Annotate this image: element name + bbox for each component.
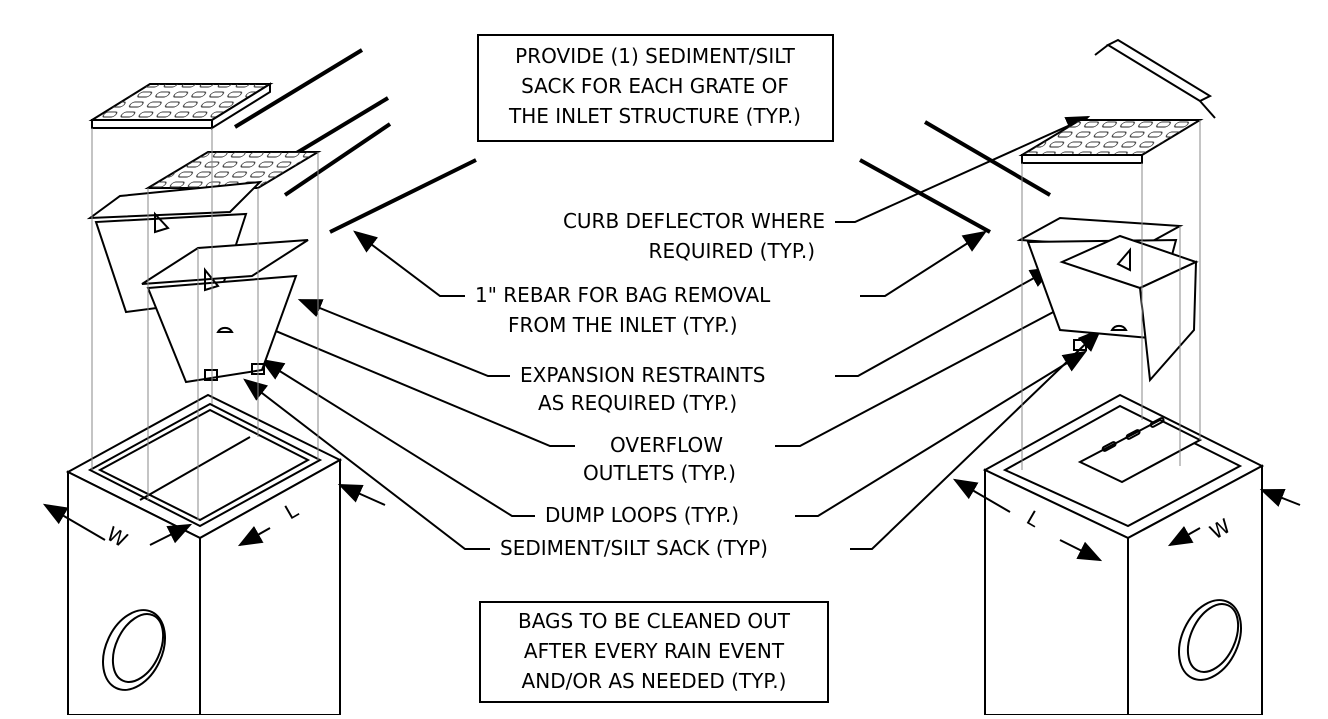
- dump-loop-right: [1116, 247, 1131, 272]
- alignment-lines-right: [1021, 120, 1201, 470]
- overflow-outlet-right: [1110, 324, 1128, 331]
- curb-deflector: [1105, 38, 1213, 103]
- top-note-line2: SACK FOR EACH GRATE OF: [521, 74, 789, 98]
- overflow-outlet-left: [216, 326, 234, 333]
- label-sediment-sack: SEDIMENT/SILT SACK (TYP): [500, 536, 768, 560]
- dump-loop-left-1: [154, 211, 170, 234]
- leader-expansion-right: [835, 266, 1055, 377]
- bottom-note: BAGS TO BE CLEANED OUT AFTER EVERY RAIN …: [479, 601, 829, 703]
- leader-expansion-left: [297, 299, 510, 377]
- top-note-box: [477, 34, 834, 142]
- leader-dump-loops-right: [795, 350, 1088, 517]
- label-overflow-2: OUTLETS (TYP.): [583, 461, 736, 485]
- rebar-right-2: [859, 158, 991, 234]
- pipe-opening-right: [1178, 599, 1242, 681]
- leader-overflow-left: [237, 315, 575, 447]
- left-assembly: W L: [42, 48, 477, 716]
- rebar-left-1: [233, 48, 364, 129]
- rebar-left-3: [283, 122, 392, 197]
- label-expansion-2: AS REQUIRED (TYP.): [538, 391, 737, 415]
- dim-right-l-line: [952, 478, 1011, 513]
- leader-curb-deflector: [835, 116, 1091, 223]
- right-assembly: L W: [859, 38, 1301, 716]
- pipe-opening-left: [102, 609, 166, 691]
- leader-overflow-right: [775, 288, 1098, 447]
- label-dump-loops: DUMP LOOPS (TYP.): [545, 503, 739, 527]
- bottom-note-line3: AND/OR AS NEEDED (TYP.): [522, 669, 787, 693]
- label-rebar-1: 1" REBAR FOR BAG REMOVAL: [475, 283, 771, 307]
- bottom-note-line1: BAGS TO BE CLEANED OUT: [518, 609, 791, 633]
- leader-rebar-right: [860, 230, 988, 297]
- bottom-note-box: [479, 601, 829, 703]
- label-curb-deflector-2: REQUIRED (TYP.): [649, 239, 815, 263]
- label-expansion-1: EXPANSION RESTRAINTS: [520, 363, 765, 387]
- rebar-left-4: [329, 158, 477, 234]
- top-note-line1: PROVIDE (1) SEDIMENT/SILT: [515, 44, 795, 68]
- inlet-frame-right: [1002, 404, 1243, 528]
- top-note: PROVIDE (1) SEDIMENT/SILT SACK FOR EACH …: [477, 34, 834, 142]
- inlet-frame-left: [87, 402, 323, 528]
- bottom-note-line2: AFTER EVERY RAIN EVENT: [524, 639, 785, 663]
- alignment-lines-left: [91, 128, 319, 520]
- rebar-right-1: [923, 120, 1052, 197]
- callout-labels: CURB DEFLECTOR WHERE REQUIRED (TYP.) 1" …: [475, 209, 825, 560]
- label-overflow-1: OVERFLOW: [610, 433, 723, 457]
- leader-dump-loops-left: [259, 358, 535, 517]
- sack-left-upper-frame: [86, 180, 263, 220]
- dim-left-w-line: [42, 503, 106, 541]
- top-note-line3: THE INLET STRUCTURE (TYP.): [508, 104, 801, 128]
- label-curb-deflector-1: CURB DEFLECTOR WHERE: [563, 209, 825, 233]
- leader-rebar-left: [353, 230, 465, 297]
- sack-left-lower-frame: [141, 239, 309, 285]
- label-rebar-2: FROM THE INLET (TYP.): [508, 313, 738, 337]
- sack-right-lower-bag: [1138, 260, 1198, 383]
- leader-sediment-right: [850, 328, 1102, 550]
